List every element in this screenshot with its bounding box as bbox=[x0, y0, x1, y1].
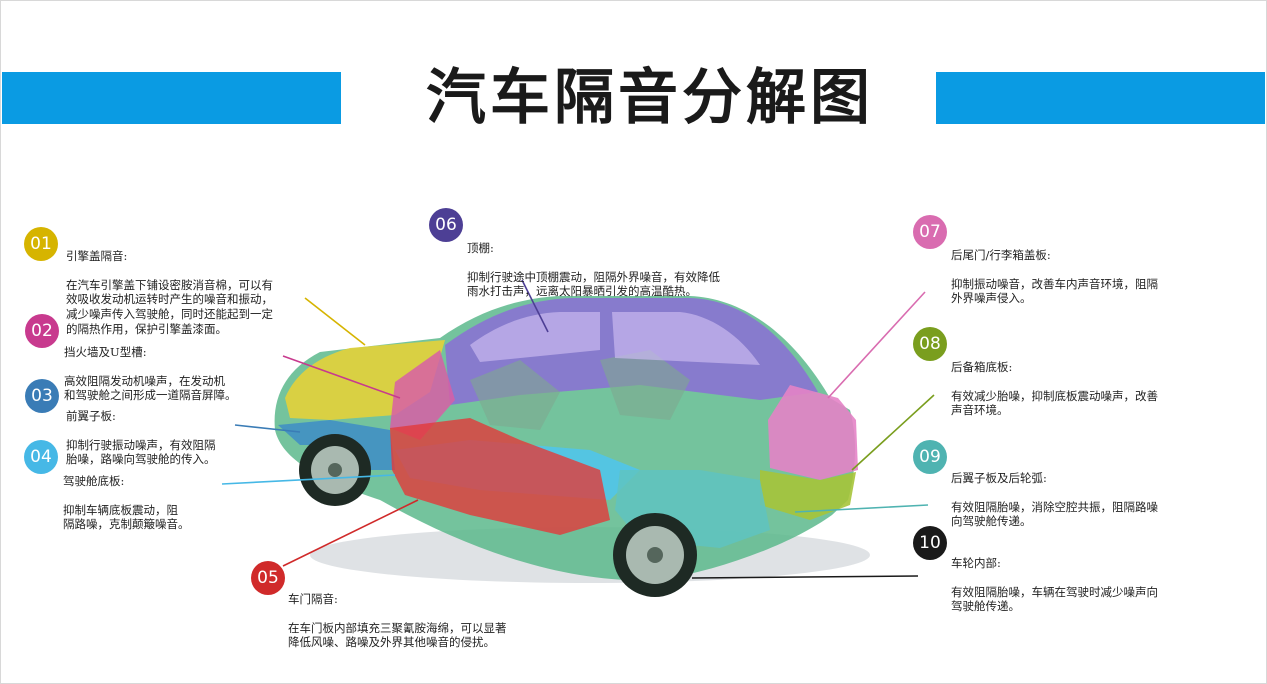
leader-line-05 bbox=[282, 499, 419, 567]
label-09-title: 后翼子板及后轮弧: bbox=[951, 470, 1047, 485]
label-08-desc: 有效减少胎噪，抑制底板震动噪声，改善 声音环境。 bbox=[951, 388, 1158, 418]
leader-line-08 bbox=[851, 394, 935, 471]
badge-06: 06 bbox=[429, 208, 463, 242]
label-04-title: 驾驶舱底板: bbox=[63, 473, 125, 488]
label-07: 后尾门/行李箱盖板: 抑制振动噪音，改善车内声音环境，阻隔 外界噪声侵入。 bbox=[951, 233, 1158, 321]
label-08: 后备箱底板: 有效减少胎噪，抑制底板震动噪声，改善 声音环境。 bbox=[951, 345, 1158, 433]
badge-10: 10 bbox=[913, 526, 947, 560]
header-bar-left bbox=[2, 72, 341, 124]
label-05-title: 车门隔音: bbox=[288, 591, 338, 606]
label-03-desc: 抑制行驶振动噪声，有效阻隔 胎噪，路噪向驾驶舱的传入。 bbox=[66, 437, 216, 467]
firewall-panel bbox=[390, 350, 455, 440]
label-03: 前翼子板: 抑制行驶振动噪声，有效阻隔 胎噪，路噪向驾驶舱的传入。 bbox=[66, 394, 216, 482]
leader-line-10 bbox=[691, 575, 919, 579]
label-09: 后翼子板及后轮弧: 有效阻隔胎噪，消除空腔共振，阻隔路噪 向驾驶舱传递。 bbox=[951, 456, 1158, 544]
window-glass bbox=[470, 312, 760, 365]
leader-line-09 bbox=[794, 504, 929, 513]
leader-line-03 bbox=[234, 424, 301, 433]
badge-01: 01 bbox=[24, 227, 58, 261]
label-02-title: 挡火墙及U型槽: bbox=[64, 344, 147, 359]
badge-03: 03 bbox=[25, 379, 59, 413]
label-01-title: 引擎盖隔音: bbox=[66, 248, 128, 263]
trunk-lid-panel bbox=[768, 385, 858, 480]
label-07-title: 后尾门/行李箱盖板: bbox=[951, 247, 1051, 262]
label-05-desc: 在车门板内部填充三聚氰胺海绵，可以显著 降低风噪、路噪及外界其他噪音的侵扰。 bbox=[288, 620, 507, 650]
leader-line-06 bbox=[521, 279, 549, 333]
label-06-title: 顶棚: bbox=[467, 240, 494, 255]
interior-seats bbox=[470, 350, 690, 430]
leader-line-01 bbox=[304, 297, 366, 346]
label-02: 挡火墙及U型槽: 高效阻隔发动机噪声，在发动机 和驾驶舱之间形成一道隔音屏障。 bbox=[64, 330, 237, 418]
label-05: 车门隔音: 在车门板内部填充三聚氰胺海绵，可以显著 降低风噪、路噪及外界其他噪音… bbox=[288, 577, 507, 665]
trunk-floor-panel bbox=[760, 470, 856, 520]
rear-wheel bbox=[613, 513, 697, 597]
label-09-desc: 有效阻隔胎噪，消除空腔共振，阻隔路噪 向驾驶舱传递。 bbox=[951, 499, 1158, 529]
badge-02: 02 bbox=[25, 314, 59, 348]
leader-line-02 bbox=[282, 355, 401, 399]
badge-05: 05 bbox=[251, 561, 285, 595]
page-title: 汽车隔音分解图 bbox=[426, 63, 874, 133]
badge-07: 07 bbox=[913, 215, 947, 249]
label-10-title: 车轮内部: bbox=[951, 555, 1001, 570]
front-wheel bbox=[299, 434, 371, 506]
label-04-desc: 抑制车辆底板震动，阻 隔路噪，克制颠簸噪音。 bbox=[63, 502, 190, 532]
label-06-desc: 抑制行驶途中顶棚震动，阻隔外界噪音，有效降低 雨水打击声，远离太阳暴晒引发的高温… bbox=[467, 269, 720, 299]
badge-04: 04 bbox=[24, 440, 58, 474]
label-06: 顶棚: 抑制行驶途中顶棚震动，阻隔外界噪音，有效降低 雨水打击声，远离太阳暴晒引… bbox=[467, 226, 720, 314]
door-panel bbox=[390, 418, 610, 535]
label-01: 引擎盖隔音: 在汽车引擎盖下铺设密胺消音棉，可以有 效吸收发动机运转时产生的噪音… bbox=[66, 234, 273, 351]
label-03-title: 前翼子板: bbox=[66, 408, 116, 423]
label-01-desc: 在汽车引擎盖下铺设密胺消音棉，可以有 效吸收发动机运转时产生的噪音和振动， 减少… bbox=[66, 277, 273, 336]
leader-line-07 bbox=[827, 291, 926, 399]
label-07-desc: 抑制振动噪音，改善车内声音环境，阻隔 外界噪声侵入。 bbox=[951, 276, 1158, 306]
label-04: 驾驶舱底板: 抑制车辆底板震动，阻 隔路噪，克制颠簸噪音。 bbox=[63, 459, 190, 547]
badge-09: 09 bbox=[913, 440, 947, 474]
leader-line-04 bbox=[221, 474, 396, 485]
label-10-desc: 有效阻隔胎噪，车辆在驾驶时减少噪声向 驾驶舱传递。 bbox=[951, 584, 1158, 614]
label-10: 车轮内部: 有效阻隔胎噪，车辆在驾驶时减少噪声向 驾驶舱传递。 bbox=[951, 541, 1158, 629]
label-08-title: 后备箱底板: bbox=[951, 359, 1013, 374]
badge-08: 08 bbox=[913, 327, 947, 361]
header-bar-right bbox=[936, 72, 1265, 124]
label-02-desc: 高效阻隔发动机噪声，在发动机 和驾驶舱之间形成一道隔音屏障。 bbox=[64, 373, 237, 403]
